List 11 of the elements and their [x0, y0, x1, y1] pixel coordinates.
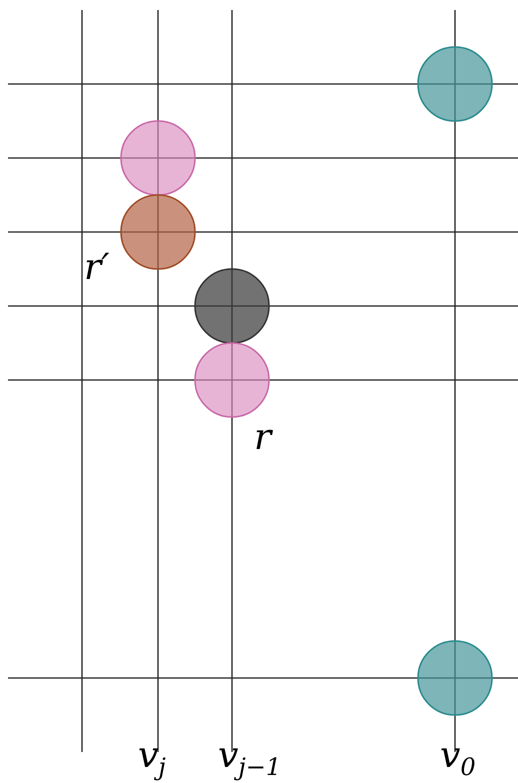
- point-label: r: [254, 420, 272, 456]
- shaded-circle: [417, 46, 493, 122]
- shaded-circle: [120, 194, 196, 270]
- shaded-circle: [417, 640, 493, 716]
- axis-label: v$_{j}$: [138, 738, 166, 780]
- shaded-circle: [194, 342, 270, 418]
- point-label: r′: [84, 250, 110, 286]
- shaded-circle: [194, 268, 270, 344]
- axis-label: v$_{j−1}$: [218, 738, 282, 780]
- shaded-circle: [120, 120, 196, 196]
- axis-label: v$_{0}$: [440, 738, 476, 780]
